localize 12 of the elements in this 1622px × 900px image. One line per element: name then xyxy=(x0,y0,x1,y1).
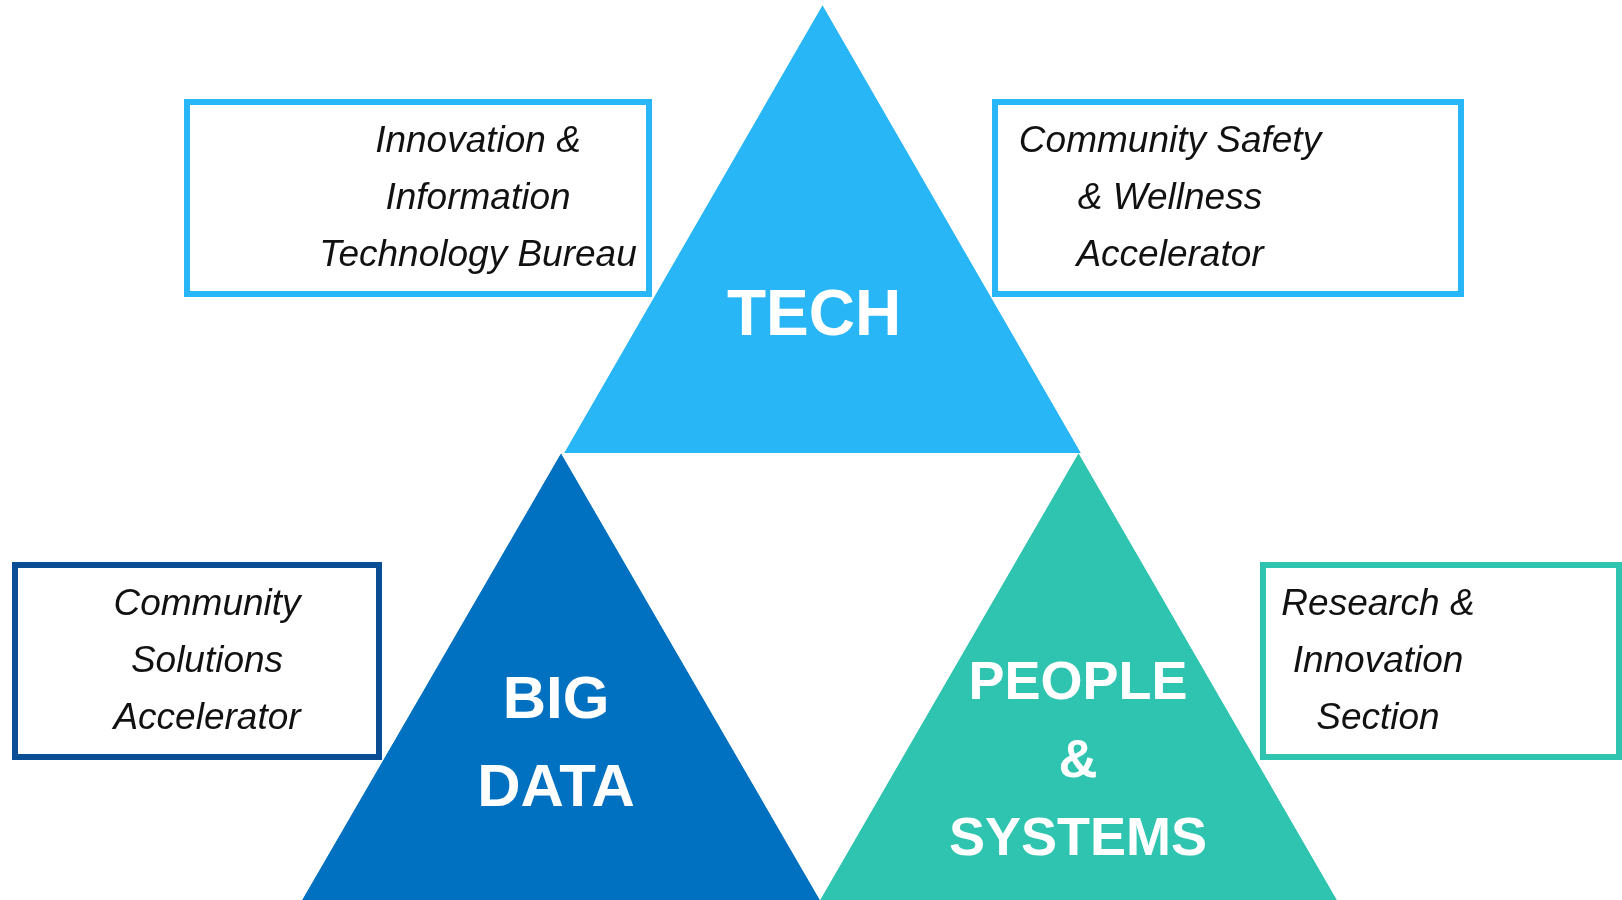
unit-name: Community Solutions Accelerator xyxy=(111,581,303,739)
pillar-label: TECH xyxy=(726,276,902,351)
pillar-label: BIG DATA xyxy=(477,663,635,821)
unit-name: Innovation & Information Technology Bureau xyxy=(318,118,638,276)
text-box xyxy=(12,562,382,760)
triangle xyxy=(302,453,820,900)
text-box xyxy=(1260,562,1622,760)
text-box xyxy=(992,99,1464,297)
unit-name: Research & Innovation Section xyxy=(1280,581,1476,739)
text-box xyxy=(184,99,652,297)
unit-name: Community Safety & Wellness Accelerator xyxy=(1017,118,1324,276)
pillar-label: PEOPLE & SYSTEMS xyxy=(948,649,1208,868)
